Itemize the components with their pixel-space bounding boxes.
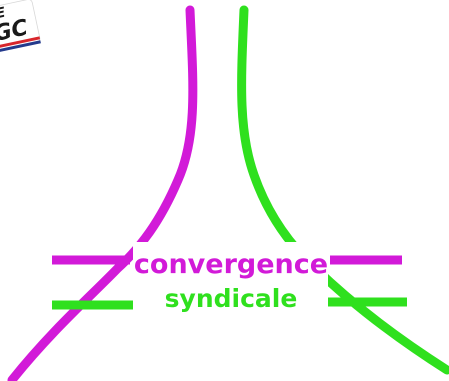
union-logo-letter: E [0, 5, 7, 23]
slogan-syndicale: syndicale [165, 284, 298, 313]
slogan-background [133, 242, 328, 318]
union-logo-blue-stripe [0, 40, 41, 54]
magenta-converging-curve [7, 5, 198, 381]
union-logo-red-stripe [0, 36, 41, 50]
slogan-convergence: convergence [134, 249, 328, 280]
green-converging-curve [237, 5, 449, 375]
union-logo: E GC [0, 0, 41, 54]
